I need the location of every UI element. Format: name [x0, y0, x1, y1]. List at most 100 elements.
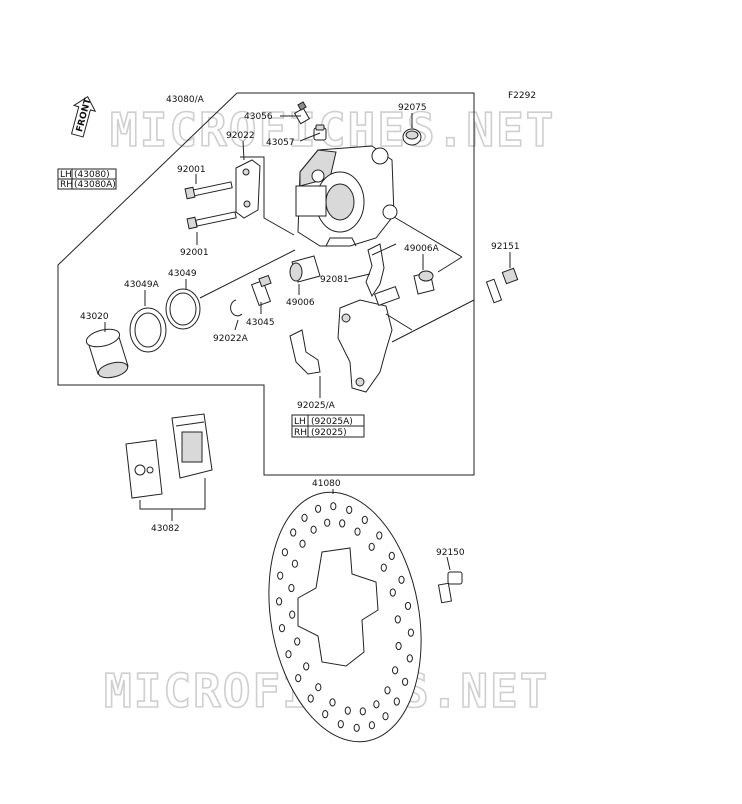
bolt-92151	[485, 267, 519, 304]
bracket-lh-label: LH	[294, 417, 306, 427]
disc-hole	[278, 624, 286, 633]
part-labels: 43080/A 43056 43057 92075 92022 92001 92…	[80, 95, 520, 558]
label-49006A: 49006A	[404, 244, 440, 254]
disc-hole	[406, 654, 413, 663]
clip-92025A	[289, 329, 321, 375]
disc-hole	[294, 637, 301, 646]
disc-hole	[376, 531, 383, 540]
disc-hole	[337, 720, 344, 729]
disc-hole	[288, 583, 295, 593]
label-92075: 92075	[398, 103, 427, 113]
disc-hole	[307, 694, 314, 703]
caliper-lh-part: (43080)	[74, 170, 110, 180]
label-92001-top: 92001	[177, 165, 206, 175]
bleeder-valve-43056	[293, 101, 311, 125]
disc-hole	[315, 683, 322, 692]
disc-hole	[344, 706, 351, 715]
clip-92022A	[230, 299, 243, 317]
label-43082: 43082	[151, 524, 180, 534]
bracket-rh-part: (92025)	[311, 428, 347, 438]
disc-hole	[384, 686, 391, 695]
label-92001-bottom: 92001	[180, 248, 209, 258]
disc-hole	[276, 597, 283, 606]
disc-hole	[285, 650, 292, 659]
caliper-side-table: LH (43080) RH (43080A)	[57, 168, 117, 190]
disc-hole	[310, 525, 317, 534]
bolt-92001-bottom	[186, 211, 237, 230]
disc-hole	[368, 721, 375, 730]
label-43045: 43045	[246, 318, 275, 328]
label-92022: 92022	[226, 131, 255, 141]
pad-spring-92081	[365, 243, 385, 298]
disc-hole	[354, 527, 361, 536]
boot-92075	[402, 128, 422, 146]
disc-hole	[315, 504, 322, 513]
bolt-92001-top	[184, 181, 233, 200]
leader-lines	[104, 113, 511, 571]
disc-hole	[295, 674, 302, 683]
disc-hole	[382, 712, 389, 721]
label-43080A: 43080/A	[166, 95, 205, 105]
label-43057: 43057	[266, 138, 295, 148]
label-92081: 92081	[320, 275, 349, 285]
disc-hole	[301, 513, 308, 522]
bracket-lh-part: (92025A)	[311, 417, 353, 427]
disc-hole	[402, 677, 409, 686]
lock-plate-92022	[235, 159, 261, 219]
label-43056: 43056	[244, 112, 273, 122]
piston-43020	[85, 328, 129, 379]
caliper-rh-label: RH	[60, 180, 73, 190]
disc-hole	[398, 575, 405, 584]
label-41080: 41080	[312, 479, 341, 489]
disc-hole	[291, 559, 298, 568]
piston-seal-43049	[165, 288, 201, 330]
disc-hole	[380, 563, 387, 572]
brake-pad-rear	[125, 439, 163, 499]
disc-hole	[281, 548, 288, 557]
disc-hole	[393, 697, 400, 706]
disc-hole	[407, 628, 414, 637]
disc-hole	[303, 662, 310, 671]
label-49006: 49006	[286, 298, 315, 308]
disc-hole	[277, 571, 284, 580]
caliper-rh-part: (43080A)	[74, 180, 116, 190]
label-43020: 43020	[80, 312, 109, 322]
disc-hole	[339, 519, 346, 528]
disc-hole	[322, 710, 329, 719]
front-arrow-icon: FRONT	[70, 96, 97, 138]
disc-hole	[361, 515, 368, 525]
figure-code: F2292	[508, 91, 536, 101]
disc-hole	[330, 502, 337, 511]
disc-hole	[404, 601, 412, 611]
brake-pad-front	[171, 413, 213, 479]
label-92150: 92150	[436, 548, 465, 558]
disc-hole	[346, 505, 353, 514]
label-92025A: 92025/A	[297, 401, 336, 411]
caliper-bracket	[337, 285, 401, 393]
disc-hole	[388, 551, 395, 561]
disc-hole	[329, 698, 336, 707]
label-43049: 43049	[168, 269, 197, 279]
brake-disc-41080	[268, 491, 422, 743]
disc-hole	[290, 528, 297, 537]
disc-hole	[368, 542, 375, 551]
caliper-lh-label: LH	[60, 170, 72, 180]
label-43049A: 43049A	[124, 280, 160, 290]
boot-49006	[289, 255, 321, 283]
disc-hole	[359, 707, 366, 716]
disc-hole	[392, 666, 399, 675]
bleeder-cap-43057	[313, 124, 327, 141]
disc-hole	[373, 700, 380, 709]
bracket-rh-label: RH	[294, 428, 307, 438]
caliper-body	[295, 145, 398, 247]
pin-43045	[250, 274, 272, 307]
bracket-side-table: LH (92025A) RH (92025)	[291, 414, 365, 438]
caliper-assembly-outline	[57, 92, 475, 476]
disc-hole	[395, 641, 402, 651]
bolt-92150	[437, 571, 463, 604]
disc-hole	[389, 588, 396, 597]
disc-hole	[324, 518, 331, 527]
dust-seal-43049A	[129, 307, 167, 353]
